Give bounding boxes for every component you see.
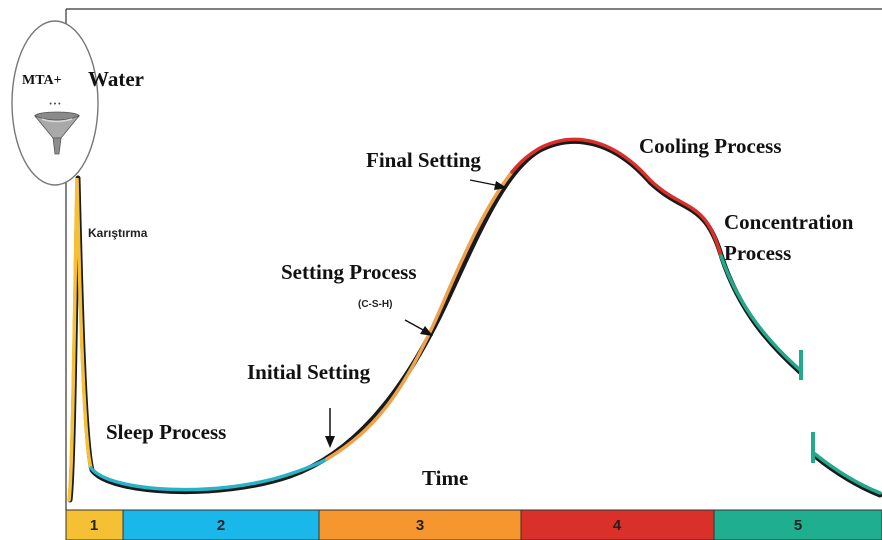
arrow-initial-setting bbox=[325, 408, 335, 448]
phase-3-number: 3 bbox=[416, 517, 424, 534]
time-label: Time bbox=[422, 466, 468, 490]
phase-2-number: 2 bbox=[217, 517, 225, 534]
curve-mixing-segment bbox=[67, 177, 93, 502]
phase-1-number: 1 bbox=[90, 517, 98, 534]
mta-badge: MTA+ • • • bbox=[11, 20, 99, 186]
sleep-process-label: Sleep Process bbox=[106, 420, 226, 444]
cooling-process-label: Cooling Process bbox=[639, 134, 782, 158]
arrow-setting-process bbox=[404, 319, 433, 336]
initial-setting-label: Initial Setting bbox=[247, 360, 371, 384]
water-label: Water bbox=[88, 67, 144, 91]
phase-1-segment bbox=[65, 509, 124, 540]
curve-cooling-segment bbox=[510, 137, 723, 258]
phase-3-segment bbox=[318, 509, 522, 540]
curve-concentration-segment bbox=[719, 254, 802, 372]
setting-process-label: Setting Process bbox=[281, 260, 417, 284]
concentration-label-line2: Process bbox=[724, 241, 791, 265]
final-setting-label: Final Setting bbox=[366, 148, 481, 172]
mixing-label: Karıştırma bbox=[88, 226, 148, 240]
curve-setting-segment bbox=[325, 170, 514, 461]
hydration-curve bbox=[67, 137, 882, 503]
funnel-icon bbox=[33, 111, 81, 155]
phase-bar: 1 2 3 4 5 bbox=[65, 509, 882, 540]
phase-2-segment bbox=[122, 509, 320, 540]
curve-concentration-tail bbox=[813, 452, 882, 495]
curve-sleep-segment bbox=[89, 457, 329, 492]
concentration-label-line1: Concentration bbox=[724, 210, 854, 234]
dots-label: • • • bbox=[49, 101, 61, 108]
phase-5-number: 5 bbox=[794, 517, 802, 534]
arrow-final-setting bbox=[469, 179, 507, 190]
csh-label: (C-S-H) bbox=[358, 299, 392, 310]
phase-5-segment bbox=[713, 509, 882, 540]
phase-4-number: 4 bbox=[613, 517, 622, 534]
mta-label: MTA+ bbox=[22, 73, 62, 88]
